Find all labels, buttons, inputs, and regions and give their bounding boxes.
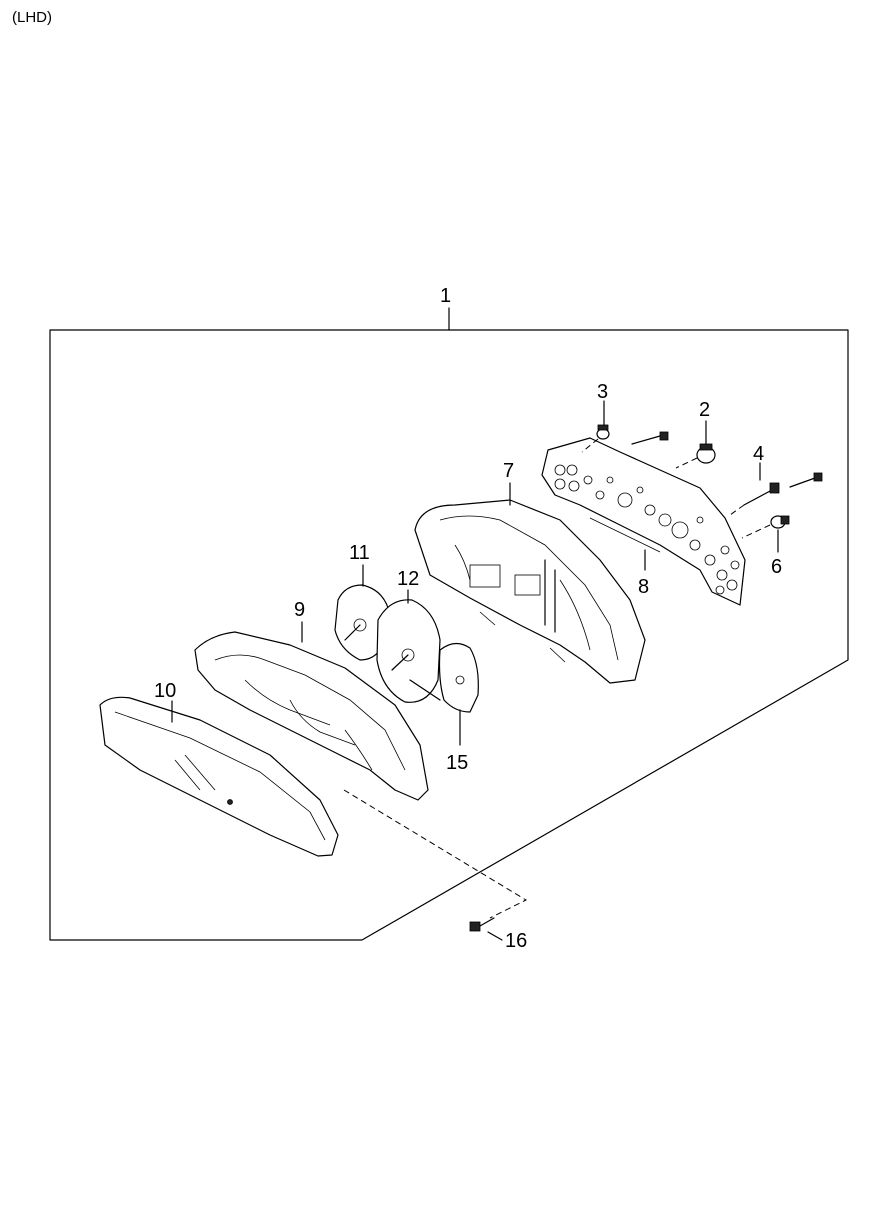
callout-3: 3 xyxy=(597,381,608,403)
assembly-path-16 xyxy=(343,789,528,919)
part-15-gauge-dial xyxy=(438,642,479,713)
callout-9: 9 xyxy=(294,599,305,621)
assembly-frame xyxy=(49,329,849,941)
part-7-case xyxy=(414,499,646,684)
part-9-mask xyxy=(194,631,429,801)
part-16-screw xyxy=(469,917,495,932)
part-6-bulb xyxy=(770,515,790,529)
callout-12: 12 xyxy=(397,568,419,590)
part-12-speedometer-dial xyxy=(376,599,441,703)
callout-1: 1 xyxy=(440,285,451,307)
variant-label: (LHD) xyxy=(12,9,52,26)
screw-upper xyxy=(631,431,669,445)
callout-2: 2 xyxy=(699,399,710,421)
callout-10: 10 xyxy=(154,680,176,702)
callout-6: 6 xyxy=(771,556,782,578)
callout-7: 7 xyxy=(503,460,514,482)
part-3-bulb xyxy=(596,424,610,440)
part-4-screw xyxy=(743,472,823,506)
part-8-circuit-board xyxy=(541,437,746,606)
callout-16: 16 xyxy=(505,930,527,952)
callout-8: 8 xyxy=(638,576,649,598)
callout-leader-16 xyxy=(487,931,503,941)
callout-11: 11 xyxy=(349,542,370,564)
callout-15: 15 xyxy=(446,752,468,774)
part-10-window-glass xyxy=(99,696,339,857)
part-2-bulb xyxy=(696,443,716,464)
callout-4: 4 xyxy=(753,443,764,465)
